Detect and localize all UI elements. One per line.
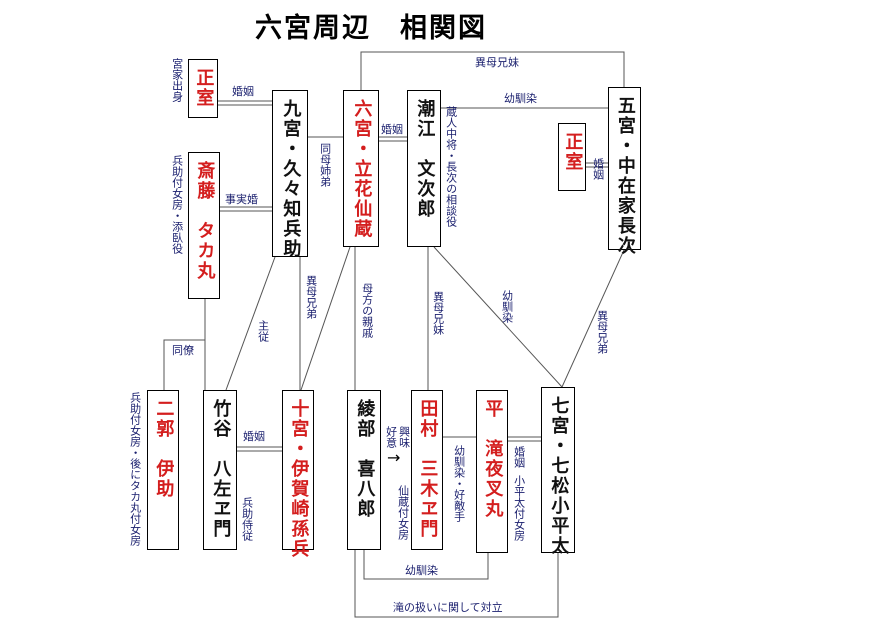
- label-konin-takeya: 婚姻: [243, 430, 265, 443]
- label-osana-kotekishu: 幼馴染・好敵手: [452, 445, 466, 522]
- person-ju-igasaki-magobei-name: 十宮・伊賀崎孫兵: [288, 399, 310, 559]
- person-saito-takamaru-name: 斎藤 タカ丸: [194, 161, 216, 281]
- label-hyosuke-jiju: 兵助侍従: [240, 497, 254, 541]
- person-go-nakazaike-chouji: 五宮・中在家長次: [608, 87, 641, 256]
- person-ushio-monjiro-name: 潮江 文次郎: [414, 99, 436, 219]
- person-taira-takiyashamaru-name: 平 滝夜叉丸: [482, 399, 504, 519]
- person-nirou-isuke: 二郭 伊助: [147, 390, 179, 550]
- label-iza-nyobo: 兵助付女房・後にタカ丸付女房: [128, 392, 142, 546]
- label-kurodo-chujo: 蔵人中将・長次の相談役: [444, 106, 458, 227]
- label-koi: 好意: [384, 426, 398, 448]
- person-seishitsu-5-name: 正室: [562, 132, 584, 172]
- label-kodaira-nyobo: 小平太付女房: [512, 475, 526, 541]
- person-taira-takiyashamaru: 平 滝夜叉丸: [476, 390, 508, 553]
- person-kyu-kukuchi-hyosuke: 九宮・久々知兵助: [272, 90, 308, 259]
- label-hahakata-shinseki: 母方の親戚: [360, 283, 374, 338]
- line-kyu-takeya: [225, 256, 276, 391]
- person-saito-takamaru: 斎藤 タカ丸: [188, 152, 220, 299]
- person-nana-nanamatsu-kodaira-name: 七宮・七松小平太: [548, 396, 570, 556]
- person-kyu-kukuchi-hyosuke-name: 九宮・久々知兵助: [280, 99, 302, 259]
- line-niro-takeya: [163, 339, 205, 390]
- person-ushio-monjiro: 潮江 文次郎: [407, 90, 441, 247]
- person-tamura-mikiemon: 田村 三木ヱ門: [411, 390, 443, 550]
- line-ayabe-nana-taiketsu: [354, 550, 559, 618]
- label-konin-taira: 婚姻: [512, 446, 526, 468]
- person-nana-nanamatsu-kodaira: 七宮・七松小平太: [541, 387, 575, 556]
- label-ibo-kyodai-2: 異母兄弟: [595, 310, 609, 354]
- label-konin-roku: 婚姻: [381, 123, 403, 136]
- arrow-right-icon: →: [387, 448, 401, 467]
- label-miyake-shusshin: 宮家出身: [170, 58, 184, 102]
- person-roku-tachibana-senzo: 六宮・立花仙蔵: [343, 90, 379, 247]
- label-jijitsukon: 事実婚: [225, 193, 258, 206]
- line-roku-ju: [300, 246, 351, 391]
- label-taiketsu: 滝の扱いに関して対立: [393, 601, 503, 614]
- person-go-nakazaike-chouji-name: 五宮・中在家長次: [614, 96, 636, 256]
- label-konin-9: 婚姻: [232, 85, 254, 98]
- person-seishitsu-5: 正室: [558, 123, 586, 191]
- label-konin-5: 婚姻: [591, 158, 605, 180]
- label-doboshitei: 同母姉弟: [318, 143, 332, 187]
- label-ibo-kyomai-top: 異母兄妹: [475, 56, 519, 69]
- person-ayabe-kihachiro-name: 綾部 喜八郎: [354, 399, 376, 519]
- person-seishitsu-9-name: 正室: [193, 68, 215, 108]
- line-ushio-nana: [433, 246, 563, 388]
- person-ju-igasaki-magobei: 十宮・伊賀崎孫兵: [282, 390, 314, 559]
- person-takeya-hachizaemon-name: 竹谷 八左ヱ門: [210, 399, 232, 539]
- label-kyomi: 興味: [397, 426, 411, 448]
- label-ibo-kyomai-mid: 異母兄妹: [431, 291, 445, 335]
- person-tamura-mikiemon-name: 田村 三木ヱ門: [417, 399, 439, 539]
- label-senzo-nyobo: 仙蔵付女房: [396, 485, 410, 540]
- person-roku-tachibana-senzo-name: 六宮・立花仙蔵: [351, 99, 373, 239]
- label-doryo: 同僚: [172, 344, 194, 357]
- person-ayabe-kihachiro: 綾部 喜八郎: [347, 390, 381, 550]
- label-osananajimi-top: 幼馴染: [504, 92, 537, 105]
- label-hyosuke-nyobo: 兵助付女房・添臥役: [170, 155, 184, 254]
- person-takeya-hachizaemon: 竹谷 八左ヱ門: [203, 390, 237, 550]
- diagram-title: 六宮周辺 相関図: [255, 13, 487, 44]
- line-go-nana: [561, 249, 625, 388]
- label-osananajimi-mid: 幼馴染: [500, 290, 514, 323]
- person-seishitsu-9: 正室: [188, 59, 218, 118]
- person-nirou-isuke-name: 二郭 伊助: [153, 399, 175, 499]
- label-shuju: 主従: [256, 320, 270, 342]
- line-roku-go-top: [360, 51, 625, 90]
- label-ibo-kyodai-1: 異母兄弟: [304, 275, 318, 319]
- label-osananajimi-bottom: 幼馴染: [405, 564, 438, 577]
- line-ayabe-taira-osana: [363, 550, 489, 580]
